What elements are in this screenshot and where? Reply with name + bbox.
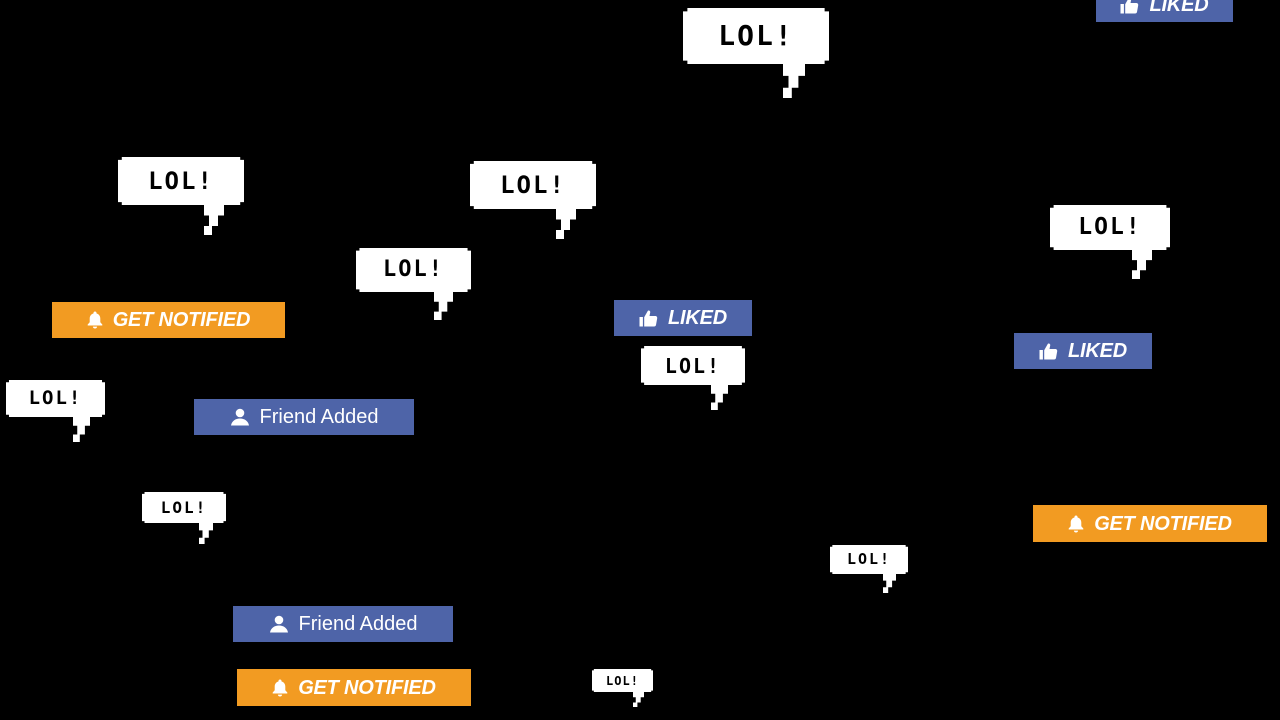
thumbs-up-icon xyxy=(1120,0,1139,14)
bubble-tail xyxy=(556,209,576,239)
bell-icon xyxy=(1068,515,1084,533)
bubble-tail xyxy=(711,385,728,410)
lol-bubble-text: LOL! xyxy=(160,497,208,517)
lol-bubble-text: LOL! xyxy=(28,387,83,409)
lol-bubble: LOL! xyxy=(142,492,226,544)
bubble-tail xyxy=(434,292,453,320)
lol-bubble-text: LOL! xyxy=(383,257,444,282)
lol-bubble: LOL! xyxy=(592,669,653,707)
bubble-tail xyxy=(204,205,224,235)
get-notified-label: GET NOTIFIED xyxy=(1094,512,1232,535)
get-notified-button[interactable]: GET NOTIFIED xyxy=(52,302,285,338)
liked-button[interactable]: LIKED xyxy=(1014,333,1152,369)
liked-button[interactable]: LIKED xyxy=(1096,0,1233,22)
bubble-tail xyxy=(199,523,213,544)
liked-label: LIKED xyxy=(667,307,727,329)
bubble-tail xyxy=(633,692,644,707)
get-notified-label: GET NOTIFIED xyxy=(112,309,251,331)
thumbs-up-icon xyxy=(1039,342,1058,360)
bell-icon xyxy=(87,311,103,329)
lol-bubble-text: LOL! xyxy=(664,353,722,378)
lol-bubble: LOL! xyxy=(830,545,908,593)
get-notified-label: GET NOTIFIED xyxy=(298,676,436,699)
liked-label: LIKED xyxy=(1067,340,1127,362)
bubble-tail xyxy=(883,574,896,593)
lol-bubble: LOL! xyxy=(6,380,105,442)
lol-bubble: LOL! xyxy=(641,346,745,410)
lol-bubble: LOL! xyxy=(118,157,244,235)
friend-added-button[interactable]: Friend Added xyxy=(233,606,453,642)
get-notified-button[interactable]: GET NOTIFIED xyxy=(1033,505,1267,542)
lol-bubble: LOL! xyxy=(683,8,829,98)
lol-bubble-text: LOL! xyxy=(500,171,566,199)
friend-added-label: Friend Added xyxy=(298,613,418,635)
lol-bubble-text: LOL! xyxy=(148,167,214,195)
liked-label: LIKED xyxy=(1149,0,1209,16)
friend-added-label: Friend Added xyxy=(259,406,379,428)
bubble-tail xyxy=(73,417,90,442)
lol-bubble-text: LOL! xyxy=(718,19,794,52)
friend-added-button[interactable]: Friend Added xyxy=(194,399,414,435)
lol-bubble-text: LOL! xyxy=(1078,214,1142,240)
lol-bubble-text: LOL! xyxy=(846,550,892,568)
bell-icon xyxy=(272,679,288,697)
thumbs-up-icon xyxy=(639,309,658,327)
lol-bubble: LOL! xyxy=(1050,205,1170,279)
bubble-tail xyxy=(783,64,805,98)
bubble-tail xyxy=(1132,250,1152,279)
person-icon xyxy=(269,615,289,633)
lol-bubble-text: LOL! xyxy=(606,673,639,688)
get-notified-button[interactable]: GET NOTIFIED xyxy=(237,669,471,706)
person-icon xyxy=(230,408,250,426)
liked-button[interactable]: LIKED xyxy=(614,300,752,336)
lol-bubble: LOL! xyxy=(356,248,471,320)
lol-bubble: LOL! xyxy=(470,161,596,239)
